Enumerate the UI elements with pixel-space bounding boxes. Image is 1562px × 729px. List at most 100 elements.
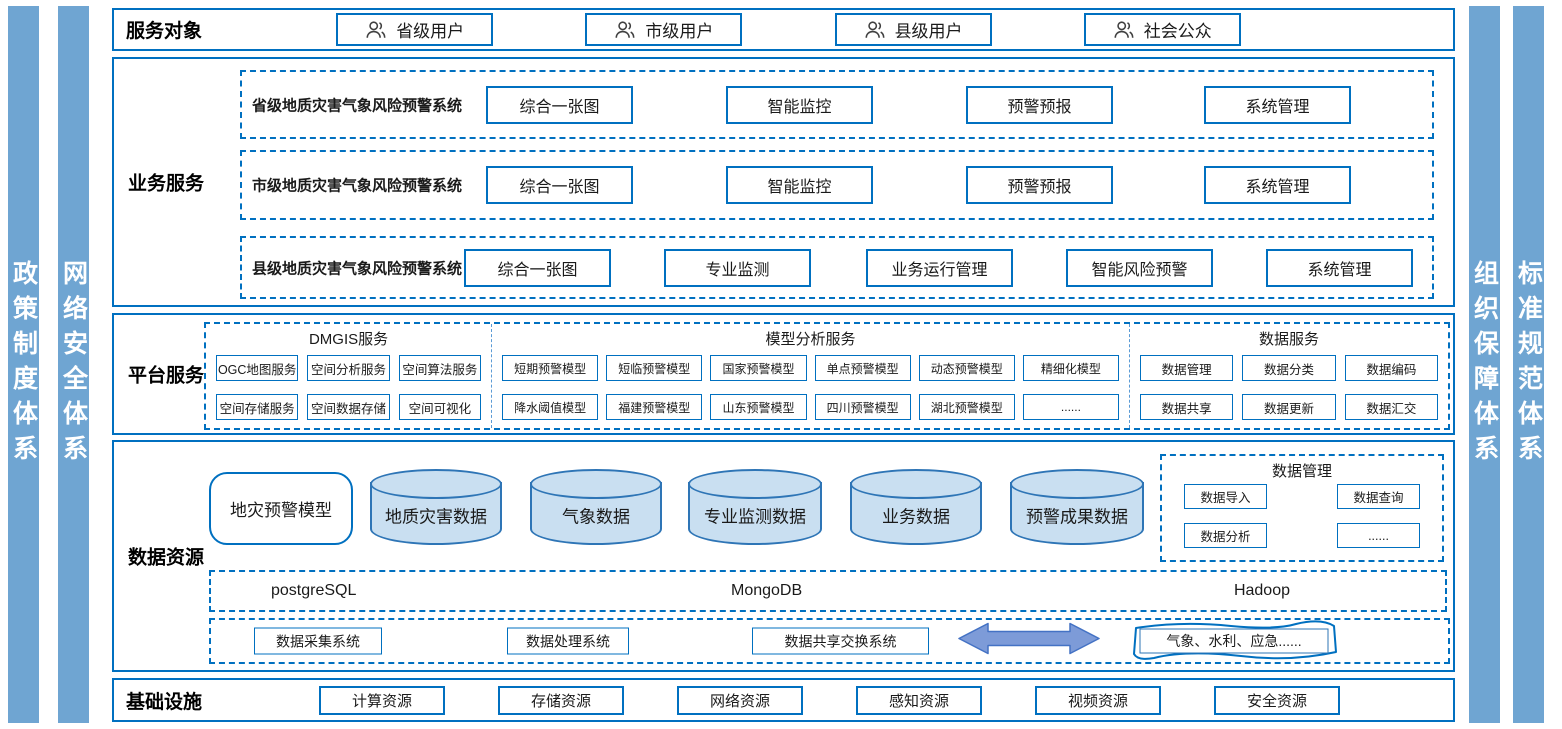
service-box: OGC地图服务 xyxy=(216,355,299,381)
external-systems-label: 气象、水利、应急...... xyxy=(1166,633,1302,649)
module-box: 系统管理 xyxy=(1266,248,1413,287)
service-box: 湖北预警模型 xyxy=(918,394,1015,420)
dmgis-service-group: DMGIS服务 OGC地图服务 空间分析服务 空间算法服务 空间存储服务 空间数… xyxy=(206,324,491,428)
module-box: 综合一张图 xyxy=(486,85,633,124)
provincial-system-group: 省级地质灾害气象风险预警系统 综合一张图 智能监控 预警预报 系统管理 xyxy=(240,70,1434,139)
model-analysis-group: 模型分析服务 短期预警模型 短临预警模型 国家预警模型 单点预警模型 动态预警模… xyxy=(491,324,1129,428)
module-box: 综合一张图 xyxy=(486,166,633,204)
service-targets-row: 服务对象 省级用户 市级用户 县级用户 社会公众 xyxy=(112,8,1455,51)
data-management-grid: 数据导入 数据查询 数据分析 ...... xyxy=(1162,482,1442,548)
row-label-platform-services: 平台服务 xyxy=(128,365,205,387)
database-group: postgreSQL MongoDB Hadoop xyxy=(209,570,1447,612)
service-box: 数据查询 xyxy=(1337,484,1420,509)
data-resources-row: 数据资源 地灾预警模型 地质灾害数据 气象数据 专业监测数据 业务数据 预警成果… xyxy=(112,440,1455,672)
service-box: 数据编码 xyxy=(1344,355,1438,381)
service-box: 动态预警模型 xyxy=(918,355,1015,381)
service-box: 短期预警模型 xyxy=(502,355,599,381)
system-name: 市级地质灾害气象风险预警系统 xyxy=(252,177,463,195)
side-bar-label: 组织保障体系 xyxy=(1470,259,1499,470)
service-box: 降水阈值模型 xyxy=(502,394,599,420)
service-box: 精细化模型 xyxy=(1022,355,1120,381)
system-name: 县级地质灾害气象风险预警系统 xyxy=(252,260,463,277)
row-label-business-services: 业务服务 xyxy=(128,173,205,195)
service-box: 四川预警模型 xyxy=(814,394,911,420)
side-bar-policy-system: 政策制度体系 xyxy=(8,6,39,723)
data-processing-system-box: 数据处理系统 xyxy=(507,627,629,655)
service-box: 数据汇交 xyxy=(1344,394,1438,420)
cylinder-label: 预警成果数据 xyxy=(1026,507,1128,526)
platform-services-group: DMGIS服务 OGC地图服务 空间分析服务 空间算法服务 空间存储服务 空间数… xyxy=(204,322,1450,430)
module-box: 预警预报 xyxy=(966,85,1113,124)
user-box-label: 社会公众 xyxy=(1143,22,1212,41)
cylinder-warning-result-data: 预警成果数据 xyxy=(1010,469,1144,545)
users-icon xyxy=(366,20,386,38)
disaster-warning-model-box: 地灾预警模型 xyxy=(209,472,353,545)
resource-box-sensing: 感知资源 xyxy=(856,685,982,715)
users-icon xyxy=(865,20,885,38)
infrastructure-list: 计算资源 存储资源 网络资源 感知资源 视频资源 安全资源 xyxy=(266,685,1453,715)
service-box: 短临预警模型 xyxy=(606,355,703,381)
resource-box-security: 安全资源 xyxy=(1214,685,1340,715)
service-box: 数据共享 xyxy=(1140,394,1234,420)
service-box: 空间分析服务 xyxy=(307,355,390,381)
data-sharing-exchange-system-box: 数据共享交换系统 xyxy=(752,627,929,655)
side-bar-label: 政策制度体系 xyxy=(9,259,38,470)
side-bar-label: 标准规范体系 xyxy=(1514,259,1543,470)
side-bar-standards-system: 标准规范体系 xyxy=(1513,6,1544,723)
platform-services-row: 平台服务 DMGIS服务 OGC地图服务 空间分析服务 空间算法服务 空间存储服… xyxy=(112,313,1455,435)
cylinder-label: 气象数据 xyxy=(562,507,630,526)
user-box-city: 市级用户 xyxy=(585,13,743,46)
users-icon xyxy=(615,20,635,38)
user-box-label: 县级用户 xyxy=(894,22,963,41)
row-label-data-resources: 数据资源 xyxy=(128,547,205,569)
user-box-provincial: 省级用户 xyxy=(336,13,494,46)
user-box-label: 市级用户 xyxy=(645,22,714,41)
users-icon xyxy=(1114,20,1134,38)
group-title: DMGIS服务 xyxy=(308,331,389,348)
user-box-label: 省级用户 xyxy=(396,22,465,41)
city-system-group: 市级地质灾害气象风险预警系统 综合一张图 智能监控 预警预报 系统管理 xyxy=(240,150,1434,220)
county-system-group: 县级地质灾害气象风险预警系统 综合一张图 专业监测 业务运行管理 智能风险预警 … xyxy=(240,236,1434,299)
side-bar-network-security: 网络安全体系 xyxy=(58,6,89,723)
resource-box-network: 网络资源 xyxy=(677,685,803,715)
database-mongodb: MongoDB xyxy=(731,582,803,599)
module-box: 系统管理 xyxy=(1204,166,1351,204)
data-management-group: 数据管理 数据导入 数据查询 数据分析 ...... xyxy=(1160,454,1444,562)
cylinder-monitoring-data: 专业监测数据 xyxy=(688,469,822,545)
group-title: 模型分析服务 xyxy=(765,331,856,348)
external-systems-wavy-box: 气象、水利、应急...... xyxy=(1126,620,1342,662)
service-box: 山东预警模型 xyxy=(710,394,807,420)
service-box: 单点预警模型 xyxy=(814,355,911,381)
wavy-border-icon xyxy=(1133,620,1337,660)
service-box: 福建预警模型 xyxy=(606,394,703,420)
infrastructure-row: 基础设施 计算资源 存储资源 网络资源 感知资源 视频资源 安全资源 xyxy=(112,678,1455,722)
service-target-list: 省级用户 市级用户 县级用户 社会公众 xyxy=(244,13,1453,46)
resource-box-compute: 计算资源 xyxy=(319,685,445,715)
service-box: 数据分类 xyxy=(1242,355,1336,381)
service-box: 空间数据存储 xyxy=(307,394,390,420)
service-box: 数据管理 xyxy=(1140,355,1234,381)
data-service-group: 数据服务 数据管理 数据分类 数据编码 数据共享 数据更新 数据汇交 xyxy=(1129,324,1448,428)
data-systems-group: 数据采集系统 数据处理系统 数据共享交换系统 气象、水利、应急...... xyxy=(209,618,1450,664)
module-box: 智能风险预警 xyxy=(1066,248,1213,287)
dmgis-grid: OGC地图服务 空间分析服务 空间算法服务 空间存储服务 空间数据存储 空间可视… xyxy=(206,353,491,420)
cylinder-business-data: 业务数据 xyxy=(850,469,982,545)
database-postgresql: postgreSQL xyxy=(271,582,357,599)
service-box: 空间可视化 xyxy=(398,394,482,420)
service-box: 数据更新 xyxy=(1242,394,1336,420)
cylinder-label: 专业监测数据 xyxy=(704,507,806,526)
business-services-row: 业务服务 省级地质灾害气象风险预警系统 综合一张图 智能监控 预警预报 系统管理… xyxy=(112,57,1455,307)
system-name: 省级地质灾害气象风险预警系统 xyxy=(252,97,463,114)
double-arrow-icon xyxy=(956,619,1102,664)
cylinder-geological-disaster-data: 地质灾害数据 xyxy=(370,469,502,545)
resource-box-video: 视频资源 xyxy=(1035,685,1161,715)
module-box: 预警预报 xyxy=(966,166,1113,204)
model-grid: 短期预警模型 短临预警模型 国家预警模型 单点预警模型 动态预警模型 精细化模型… xyxy=(492,353,1129,420)
service-box: 国家预警模型 xyxy=(710,355,807,381)
module-box: 综合一张图 xyxy=(464,248,611,287)
module-box: 智能监控 xyxy=(726,166,873,204)
user-box-county: 县级用户 xyxy=(834,13,992,46)
service-box: 空间算法服务 xyxy=(398,355,482,381)
data-service-grid: 数据管理 数据分类 数据编码 数据共享 数据更新 数据汇交 xyxy=(1130,353,1448,420)
